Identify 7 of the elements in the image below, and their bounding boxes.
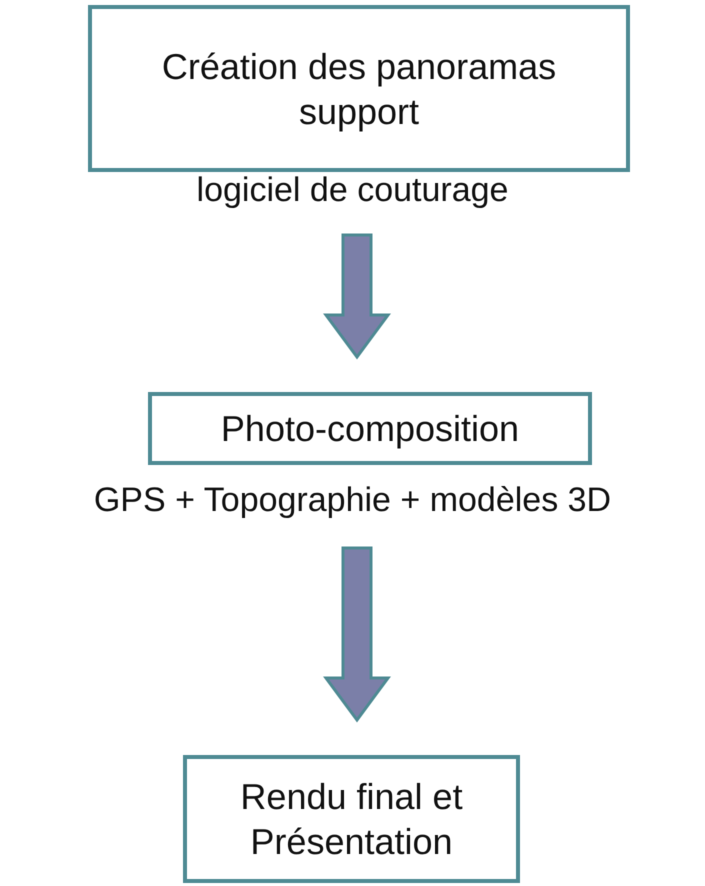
process-box: Création des panoramas support bbox=[88, 5, 630, 172]
step-note: GPS + Topographie + modèles 3D bbox=[92, 480, 612, 521]
process-box: Rendu final et Présentation bbox=[183, 755, 520, 883]
step-note: logiciel de couturage bbox=[196, 170, 510, 211]
process-box: Photo-composition bbox=[148, 392, 592, 465]
block-arrow bbox=[323, 546, 391, 723]
block-arrow bbox=[323, 234, 391, 360]
